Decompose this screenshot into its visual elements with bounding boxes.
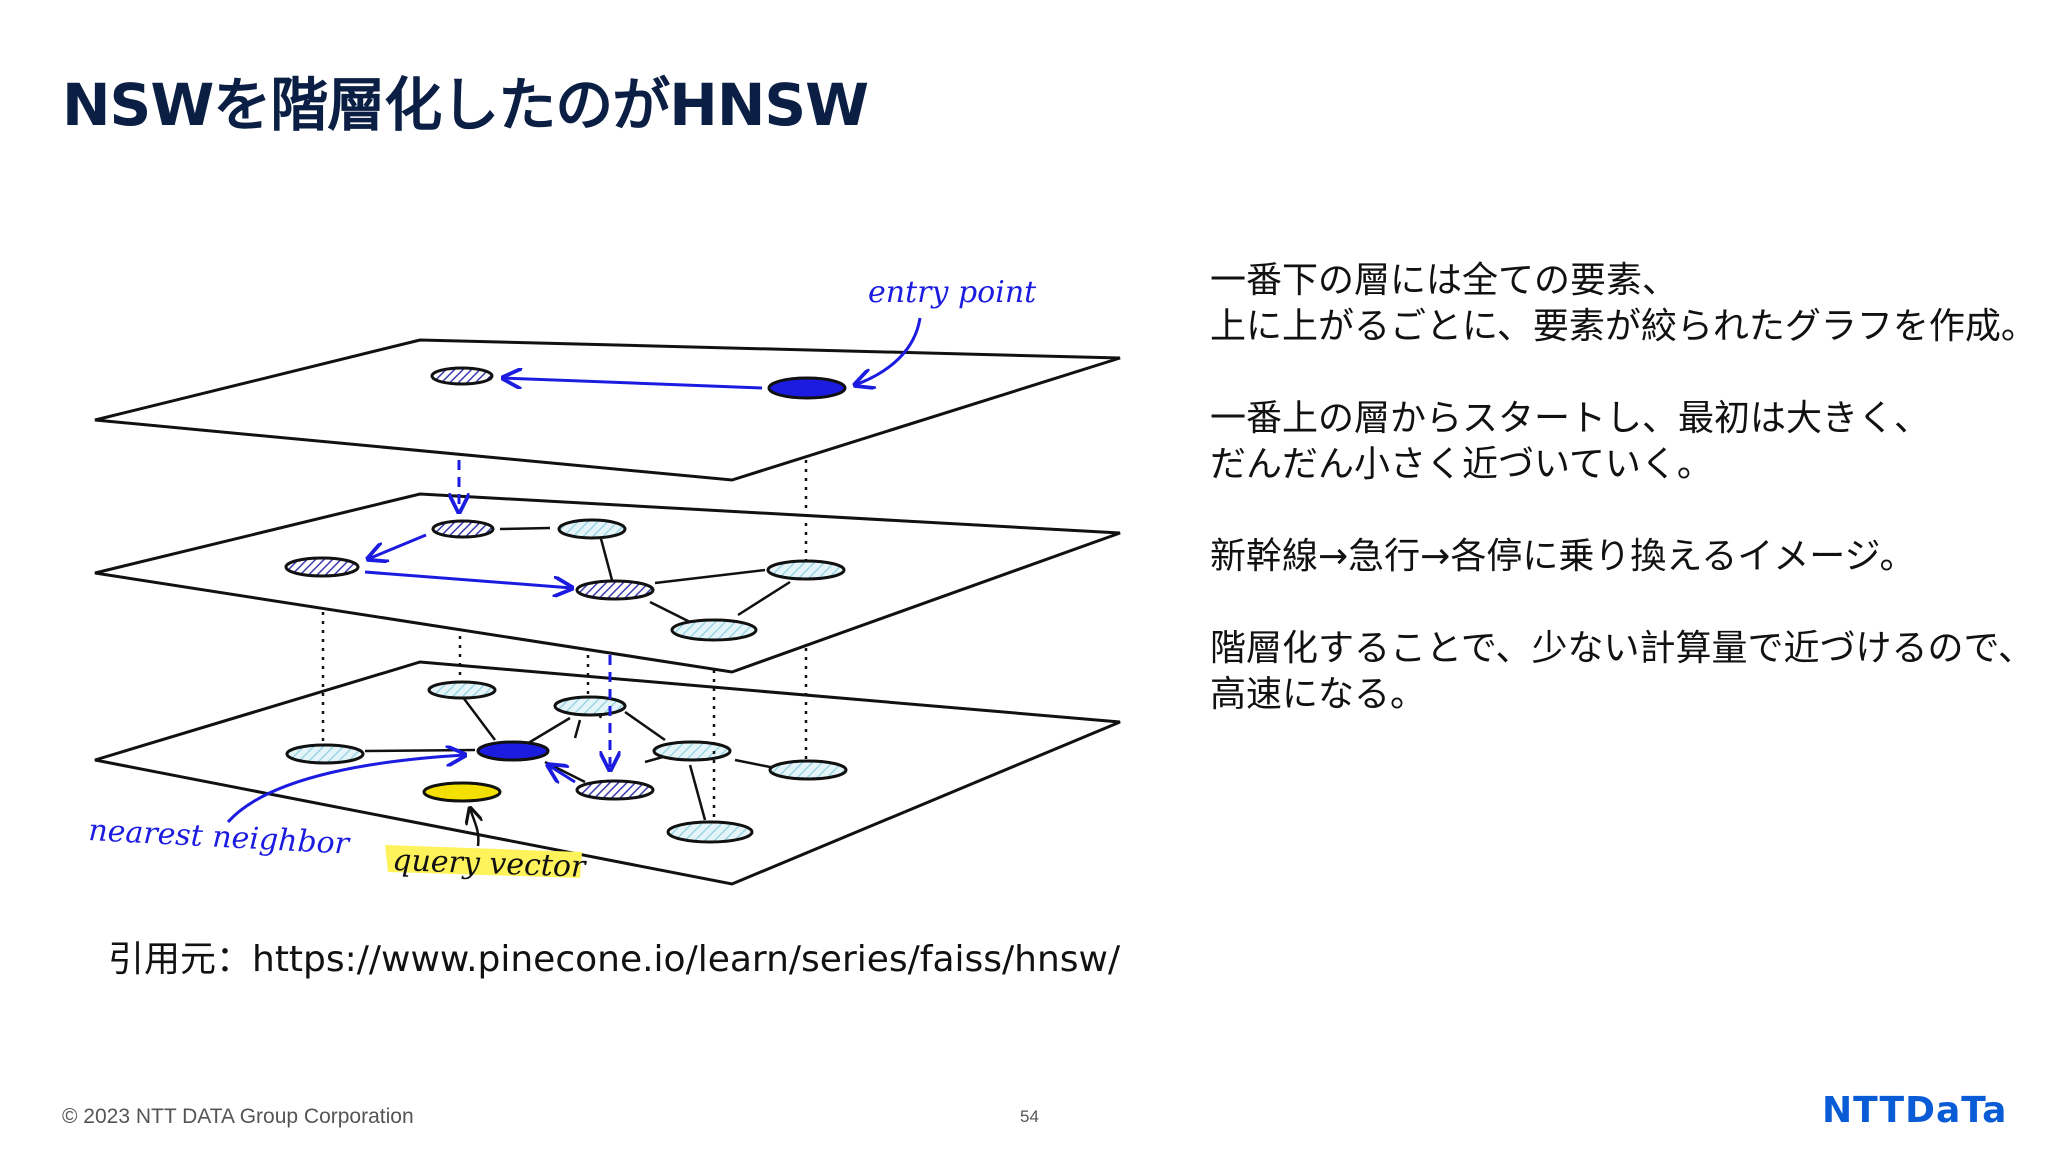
- middle-arrow-right: [364, 570, 572, 588]
- middle-layer-edges: [499, 526, 791, 624]
- middle-arrow-left: [368, 533, 427, 559]
- ntt-data-logo: NTTDaTa: [1822, 1090, 2008, 1131]
- description: 一番下の層には全ての要素、 上に上がるごとに、要素が絞られたグラフを作成。 一番…: [1210, 258, 2037, 764]
- bottom-node: [427, 680, 497, 700]
- query-vector-label: query vector: [392, 843, 588, 885]
- nearest-neighbor-label: nearest neighbor: [88, 813, 352, 862]
- description-paragraph: 一番上の層からスタートし、最初は大きく、 だんだん小さく近づいていく。: [1210, 398, 1931, 485]
- bottom-node: [285, 743, 365, 765]
- bottom-node-hatched: [575, 779, 655, 801]
- entry-point-pointer: [855, 317, 922, 385]
- bottom-layer: [94, 660, 1121, 886]
- arrow-to-nearest: [548, 765, 576, 782]
- source-citation: 引用元：https://www.pinecone.io/learn/series…: [108, 939, 1121, 980]
- bottom-node: [652, 740, 732, 762]
- page-title: NSWを階層化したのがHNSW: [62, 71, 869, 139]
- nearest-neighbor-node: [476, 740, 550, 762]
- description-paragraph: 新幹線→急行→各停に乗り換えるイメージ。: [1210, 536, 1916, 577]
- query-vector-node: [422, 781, 502, 803]
- entry-point-label: entry point: [868, 275, 1037, 310]
- top-arrow: [503, 378, 763, 390]
- page-number: 54: [1020, 1107, 1039, 1126]
- query-vector-highlight: [385, 845, 582, 878]
- middle-node-hatched: [431, 519, 495, 539]
- middle-node-hatched: [575, 579, 655, 601]
- middle-node: [670, 618, 758, 642]
- middle-layer: [94, 492, 1121, 674]
- description-paragraph: 階層化することで、少ない計算量で近づけるので、 高速になる。: [1210, 628, 2035, 715]
- middle-node-hatched: [284, 556, 360, 578]
- entry-point-node: [767, 376, 847, 400]
- middle-node: [557, 518, 627, 540]
- copyright: © 2023 NTT DATA Group Corporation: [62, 1105, 414, 1128]
- bottom-node: [768, 759, 848, 781]
- middle-node: [766, 559, 846, 581]
- top-layer: [94, 317, 1121, 482]
- bottom-node: [666, 820, 754, 844]
- bottom-node: [553, 695, 627, 717]
- top-node-hatched: [430, 366, 494, 386]
- top-layer-plane: [94, 338, 1121, 482]
- query-arrow: [470, 808, 478, 847]
- description-paragraph: 一番下の層には全ての要素、 上に上がるごとに、要素が絞られたグラフを作成。: [1210, 260, 2037, 347]
- bottom-layer-plane: [94, 660, 1121, 886]
- nearest-neighbor-pointer: [226, 755, 465, 824]
